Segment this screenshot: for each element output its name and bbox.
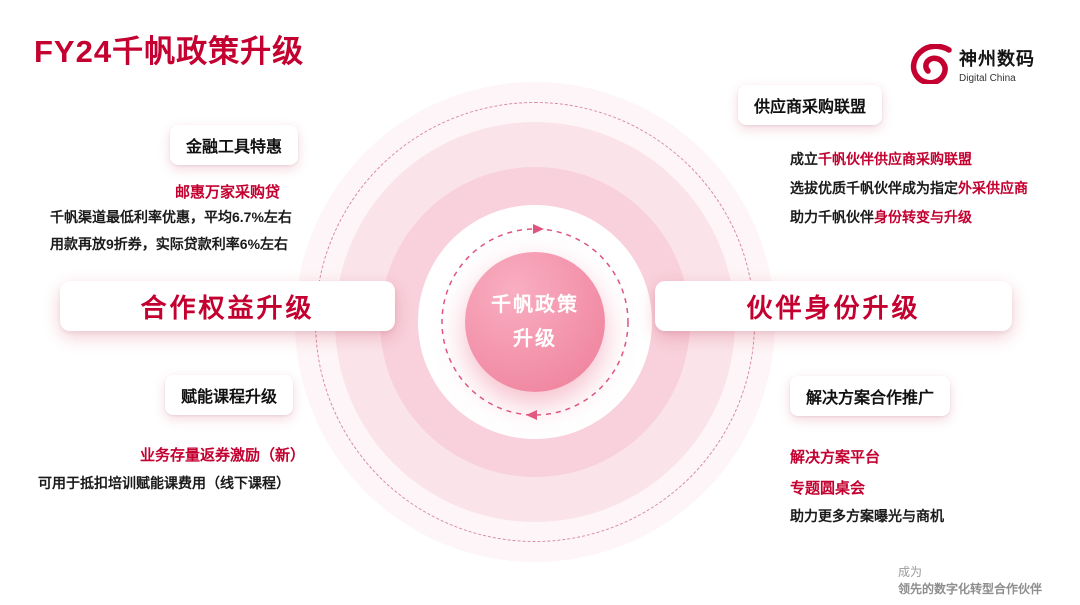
logo-subtitle: Digital China [959, 72, 1016, 84]
card-solution-promotion: 解决方案合作推广 [790, 376, 951, 416]
footer-line2: 领先的数字化转型合作伙伴 [898, 581, 1043, 596]
note-purchase-loan: 邮惠万家采购贷 [175, 184, 281, 201]
detail-identity-change-highlight: 身份转变与升级 [874, 209, 972, 225]
footer-line1: 成为 [898, 565, 923, 579]
note-coupon-incentive: 业务存量返券激励（新） [140, 447, 306, 464]
center-label-circle: 千帆政策 升级 [465, 252, 605, 392]
detail-loan-rate: 千帆渠道最低利率优惠，平均6.7%左右 [50, 209, 292, 225]
center-label-line2: 升级 [513, 328, 557, 350]
footer-tagline: 成为 领先的数字化转型合作伙伴 [898, 564, 1042, 598]
logo-text: 神州数码 Digital China [959, 45, 1035, 84]
inner-dashed-cycle [441, 224, 629, 420]
main-box-partner-identity: 伙伴身份升级 [655, 281, 1012, 331]
card-course-upgrade: 赋能课程升级 [165, 375, 294, 415]
detail-identity-change: 助力千帆伙伴身份转变与升级 [790, 207, 972, 227]
detail-alliance-founding-highlight: 千帆伙伴供应商采购联盟 [818, 151, 972, 167]
card-supplier-alliance: 供应商采购联盟 [738, 85, 883, 125]
logo-name: 神州数码 [959, 48, 1035, 69]
note-roundtable: 专题圆桌会 [790, 480, 866, 497]
detail-alliance-founding: 成立千帆伙伴供应商采购联盟 [790, 149, 972, 169]
center-label-line1: 千帆政策 [491, 294, 579, 316]
detail-supplier-selection-prefix: 选拔优质千帆伙伴成为指定 [790, 180, 958, 196]
detail-identity-change-prefix: 助力千帆伙伴 [790, 209, 874, 225]
detail-alliance-founding-prefix: 成立 [790, 151, 818, 167]
detail-supplier-selection: 选拔优质千帆伙伴成为指定外采供应商 [790, 178, 1028, 198]
page-title: FY24千帆政策升级 [34, 34, 305, 69]
digital-china-logo: 神州数码 Digital China [908, 44, 1035, 84]
cycle-arrow-bottom [526, 410, 537, 420]
card-financial-tools: 金融工具特惠 [170, 125, 299, 165]
detail-solution-exposure: 助力更多方案曝光与商机 [790, 508, 944, 524]
note-solution-platform: 解决方案平台 [790, 449, 881, 466]
cycle-arrow-top [533, 224, 544, 234]
detail-training-offset: 可用于抵扣培训赋能课费用（线下课程） [38, 475, 290, 491]
main-box-cooperation-rights: 合作权益升级 [60, 281, 395, 331]
logo-swirl-icon [910, 44, 952, 84]
detail-supplier-selection-highlight: 外采供应商 [958, 180, 1028, 196]
detail-loan-coupon: 用款再放9折券，实际贷款利率6%左右 [50, 236, 289, 252]
